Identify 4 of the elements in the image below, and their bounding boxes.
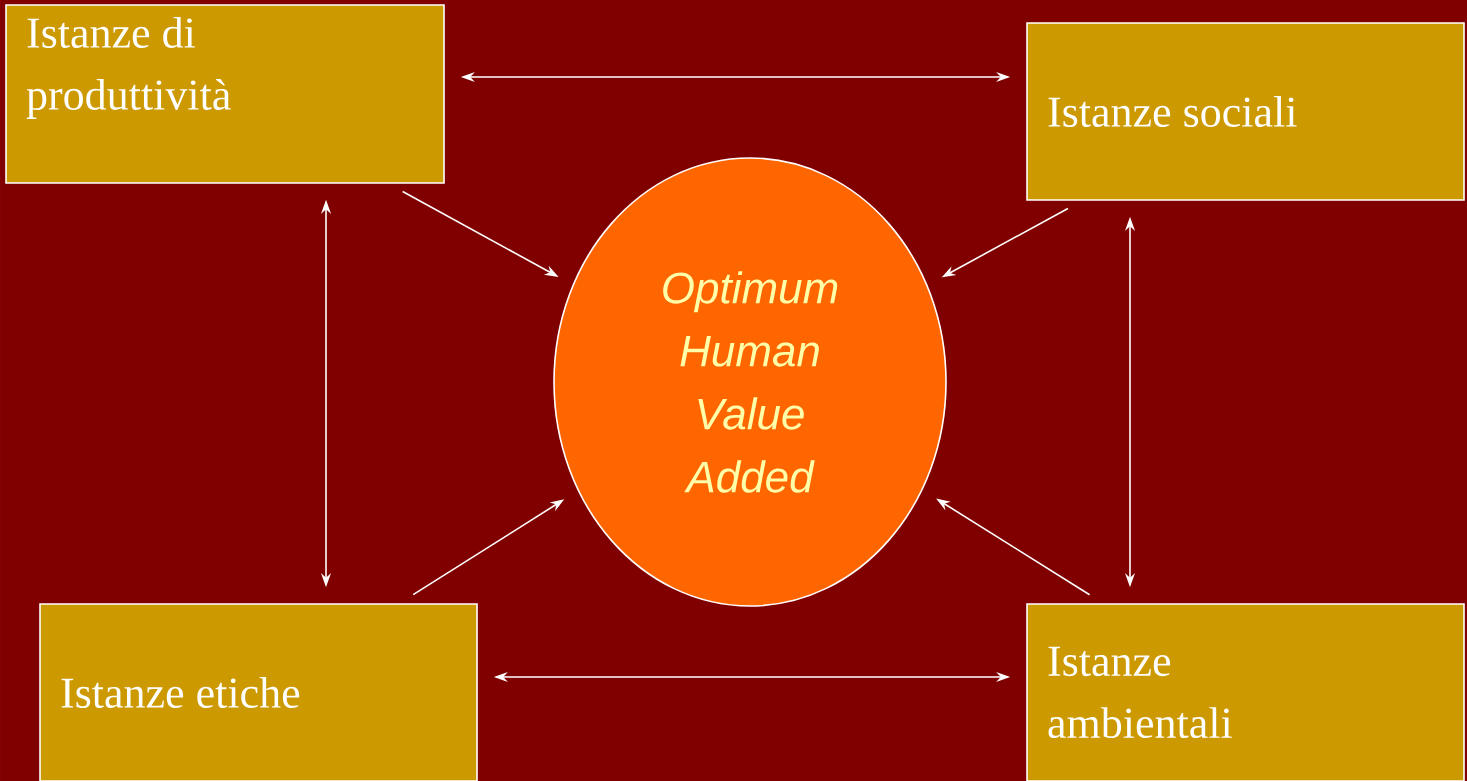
text-box: Istanze di produttività [5,4,445,184]
text-box: Istanze ambientali [1026,603,1465,781]
text-box: Istanze sociali [1026,22,1465,201]
text-box: Istanze etiche [39,603,478,781]
